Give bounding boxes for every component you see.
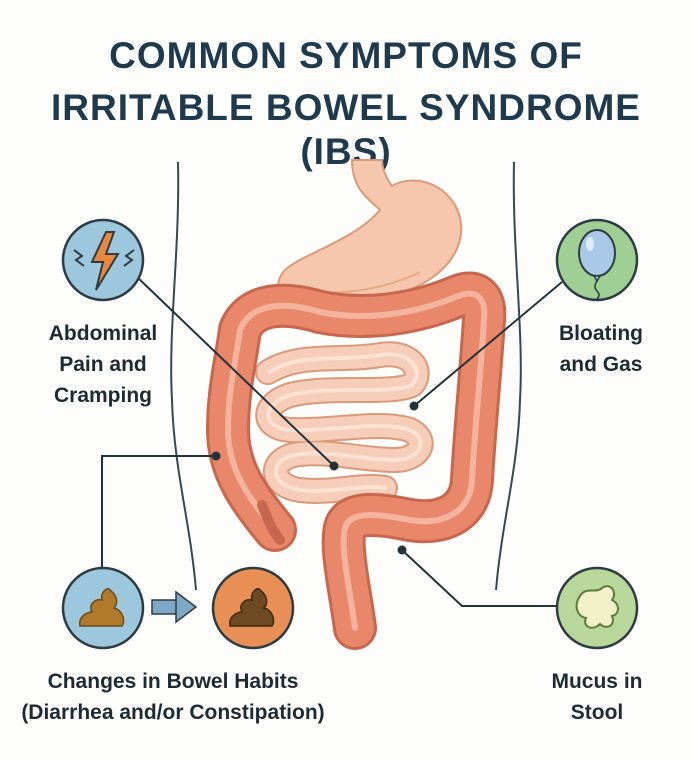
label-abdominal-pain-line-2: Pain and	[59, 353, 147, 376]
label-abdominal-pain-line-3: Cramping	[53, 384, 152, 407]
balloon-icon	[555, 218, 639, 302]
label-mucus-line-1: Mucus in	[551, 670, 643, 693]
label-abdominal-pain-line-1: Abdominal	[48, 322, 158, 345]
label-bowel-habits-line-2: (Diarrhea and/or Constipation)	[21, 701, 325, 724]
stool-icon-after	[211, 566, 295, 650]
arrow-right-icon	[151, 590, 198, 624]
pointer-lines	[101, 275, 563, 607]
pointer-line-mucus	[401, 549, 556, 607]
label-abdominal-pain: Abdominal Pain and Cramping	[14, 318, 192, 411]
label-mucus-line-2: Stool	[570, 701, 624, 724]
colon-illustration	[206, 271, 507, 650]
label-bowel-habits: Changes in Bowel Habits (Diarrhea and/or…	[8, 666, 338, 728]
title-line-2: IRRITABLE BOWEL SYNDROME (IBS)	[51, 87, 641, 172]
pointer-dot-bowel	[211, 451, 221, 461]
label-bloating-line-2: and Gas	[559, 353, 643, 376]
pointer-dot-pain	[329, 461, 339, 471]
title-line-1: COMMON SYMPTOMS OF	[109, 35, 583, 76]
label-bloating-line-1: Bloating	[559, 322, 643, 345]
pointer-line-bowel	[101, 455, 216, 572]
body-outline-left	[170, 161, 197, 591]
lightning-bolt-icon	[61, 218, 145, 302]
mucus-splat-icon	[555, 566, 639, 650]
body-outline-right	[495, 161, 522, 591]
pointer-line-bloating	[413, 281, 563, 407]
small-intestine-illustration	[255, 341, 434, 504]
pointer-dot-bloating	[409, 401, 419, 411]
pointer-line-pain	[135, 275, 335, 467]
label-bloating: Bloating and Gas	[526, 318, 676, 380]
label-mucus: Mucus in Stool	[530, 666, 664, 728]
pointer-dot-mucus	[397, 545, 407, 555]
label-bowel-habits-line-1: Changes in Bowel Habits	[47, 670, 299, 693]
stool-icon-before	[61, 566, 145, 650]
